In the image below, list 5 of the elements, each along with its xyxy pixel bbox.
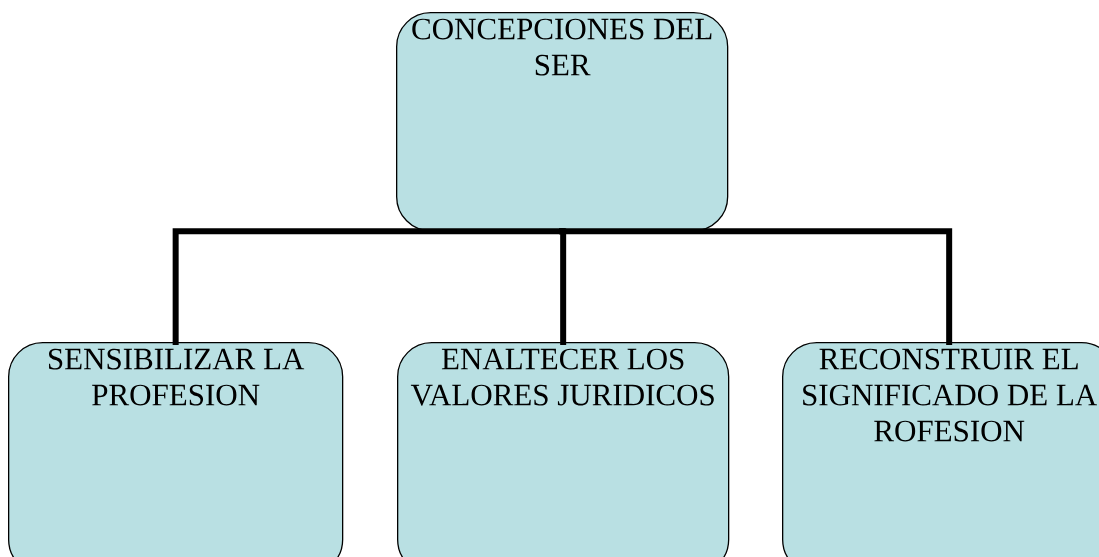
rounded-box: ENALTECER LOS VALORES JURIDICOS	[397, 342, 730, 557]
rounded-box: CONCEPCIONES DEL SER	[396, 12, 729, 232]
rounded-box: RECONSTRUIR EL SIGNIFICADO DE LA ROFESION	[782, 342, 1099, 557]
rounded-box: SENSIBILIZAR LA PROFESION	[8, 342, 344, 557]
connector-line	[559, 228, 953, 345]
